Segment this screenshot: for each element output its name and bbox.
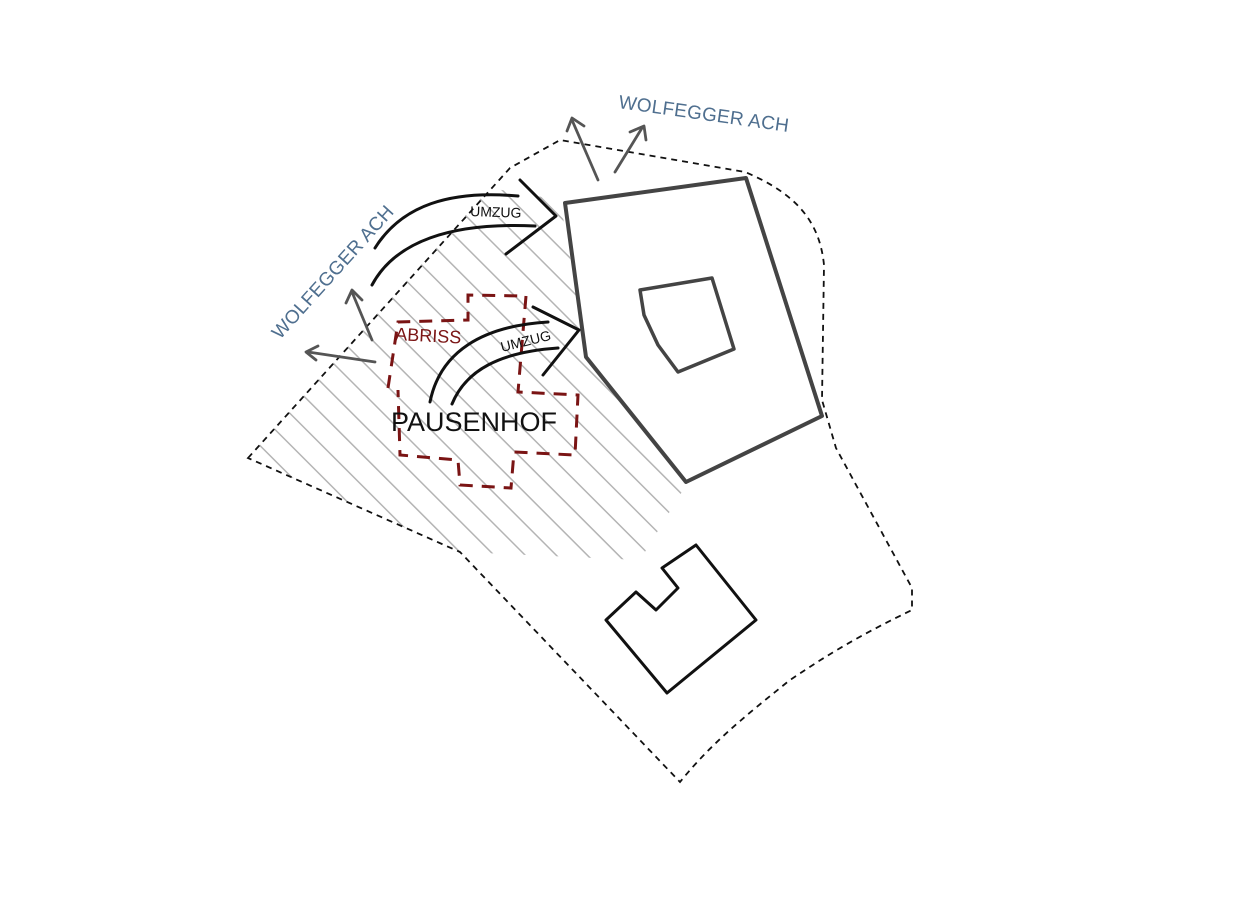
arrow-icon [304, 344, 377, 364]
arrow-icon [565, 116, 600, 182]
move-label-top: UMZUG [470, 203, 522, 221]
demolition-outline [386, 293, 580, 490]
curved-arrow-icon [370, 178, 558, 287]
secondary-building [604, 543, 758, 695]
demolition-label: ABRISS [395, 324, 462, 347]
schoolyard-label: PAUSENHOF [391, 407, 557, 437]
arrow-icon [613, 124, 648, 174]
building-courtyard [638, 276, 736, 374]
arrow-icon [344, 288, 374, 342]
schoolyard-hatch-area [248, 188, 688, 560]
curved-arrow-icon [428, 305, 581, 406]
site-boundary [246, 139, 913, 784]
